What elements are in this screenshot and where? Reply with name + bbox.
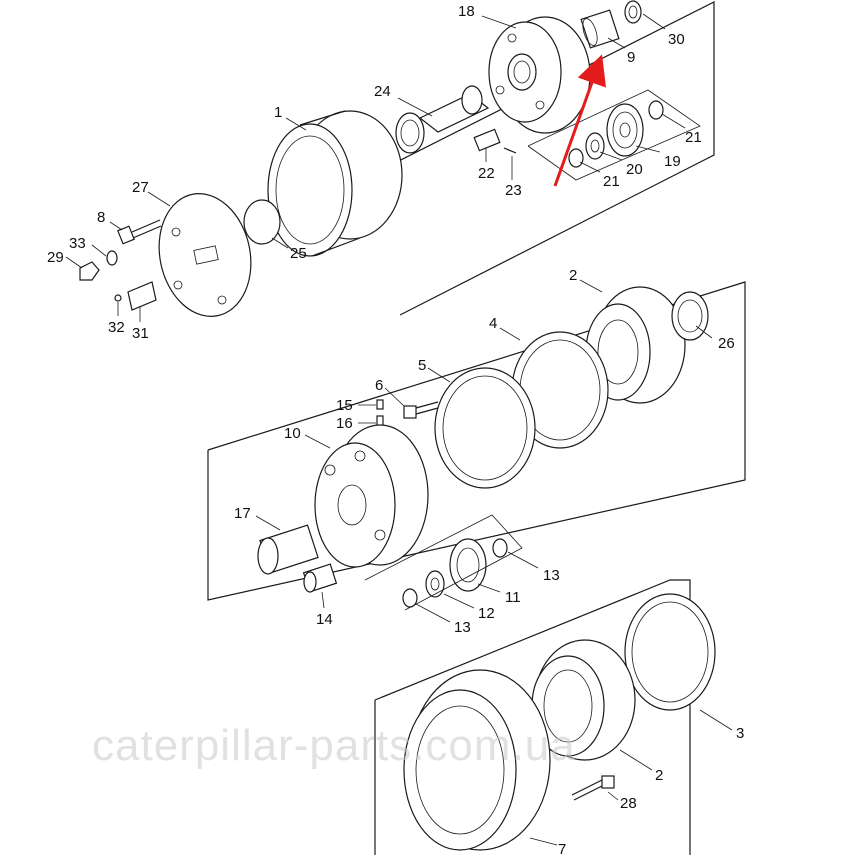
label-31: 31: [132, 325, 149, 342]
part-23-pin: [503, 147, 517, 154]
label-24: 24: [374, 83, 391, 100]
part-21-thrust-washer-b: [568, 148, 584, 168]
part-19-planet-gear: [606, 103, 644, 157]
part-2-bearing-lower: [531, 639, 636, 761]
part-6-bolt: [403, 401, 439, 419]
part-31-nameplate: [127, 281, 157, 311]
part-25-thrust-disk: [243, 199, 281, 245]
label-20: 20: [626, 161, 643, 178]
label-22: 22: [478, 165, 495, 182]
part-11-planet-gear: [449, 538, 487, 592]
label-10: 10: [284, 425, 301, 442]
label-3: 3: [736, 725, 744, 742]
label-17: 17: [234, 505, 251, 522]
label-26: 26: [718, 335, 735, 352]
label-29: 29: [47, 249, 64, 266]
part-5-gasket: [434, 367, 536, 489]
label-32: 32: [108, 319, 125, 336]
callout-labels: 18 30 9 24 1 21 22 23 21 20 19 27 8 33 2…: [47, 3, 744, 855]
part-20-needle-bearing: [585, 132, 605, 160]
part-27-cover: [158, 193, 252, 317]
part-8-bolt: [117, 219, 162, 245]
label-7: 7: [558, 841, 566, 855]
label-27: 27: [132, 179, 149, 196]
label-33: 33: [69, 235, 86, 252]
part-26-seal: [671, 291, 709, 341]
section-frame-top: [257, 1, 715, 316]
part-33-washer: [106, 250, 118, 266]
label-16: 16: [336, 415, 353, 432]
planet-set-bracket-middle: [364, 514, 523, 611]
highlight-arrow: [553, 54, 607, 187]
label-13-upper: 13: [543, 567, 560, 584]
part-9-pin: [580, 9, 620, 49]
part-18-carrier: [488, 16, 591, 134]
part-21-thrust-washer-a: [648, 100, 664, 120]
part-29-plug: [79, 261, 100, 281]
leader-lines: [65, 13, 733, 846]
label-12: 12: [478, 605, 495, 622]
label-2-upper: 2: [569, 267, 577, 284]
part-7-hub: [403, 669, 551, 851]
label-5: 5: [418, 357, 426, 374]
label-6: 6: [375, 377, 383, 394]
part-12-needle-bearing: [425, 570, 445, 598]
section-frame-bottom: [374, 579, 691, 855]
label-8: 8: [97, 209, 105, 226]
part-13-washer-a: [492, 538, 508, 558]
label-21-upper: 21: [685, 129, 702, 146]
part-32-rivet: [114, 294, 122, 302]
part-28-bolt: [571, 775, 615, 801]
part-1-ring-gear: [267, 110, 403, 257]
label-11: 11: [505, 589, 521, 606]
part-24-shaft: [395, 85, 490, 154]
part-3-seal: [624, 593, 716, 711]
part-14-pin: [302, 563, 338, 593]
label-21-lower: 21: [603, 173, 620, 190]
label-30: 30: [668, 31, 685, 48]
label-28: 28: [620, 795, 637, 812]
label-2-lower: 2: [655, 767, 663, 784]
label-1: 1: [274, 104, 282, 121]
part-13-washer-b: [402, 588, 418, 608]
label-23: 23: [505, 182, 522, 199]
part-17-sun-gear: [257, 524, 319, 575]
label-13-lower: 13: [454, 619, 471, 636]
part-10-carrier: [314, 424, 429, 568]
label-4: 4: [489, 315, 497, 332]
label-18: 18: [458, 3, 475, 20]
part-15-pin: [376, 399, 384, 410]
label-19: 19: [664, 153, 681, 170]
part-30-washer: [624, 0, 642, 24]
label-14: 14: [316, 611, 333, 628]
label-9: 9: [627, 49, 635, 66]
watermark: caterpillar-parts.com.ua: [92, 721, 576, 770]
label-15: 15: [336, 397, 353, 414]
part-22-pin: [473, 128, 501, 152]
label-25: 25: [290, 245, 307, 262]
